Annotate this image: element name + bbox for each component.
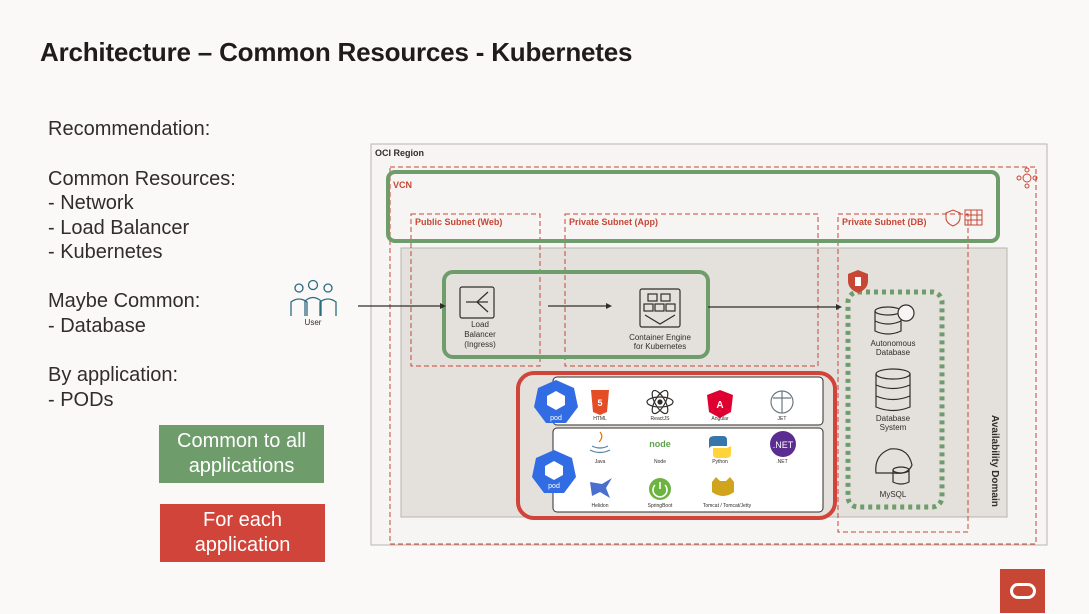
region-icon (1016, 167, 1038, 189)
oci-region-label: OCI Region (375, 148, 424, 158)
database-system-icon (875, 368, 911, 412)
vcn-box (389, 166, 1037, 545)
maybe-common-heading: Maybe Common: (48, 290, 201, 312)
common-item-network: - Network (48, 192, 134, 214)
pod-label-2: pod (548, 483, 560, 490)
autonomous-database-icon (874, 304, 915, 335)
container-engine-label: Container Engine for Kubernetes (614, 333, 706, 351)
subnet-web-box (410, 213, 541, 367)
adb-label-line-1: Autonomous (870, 339, 916, 348)
autonomous-database-label: Autonomous Database (863, 339, 923, 357)
app-label-angular: Angular (711, 416, 729, 422)
common-resources-heading: Common Resources: (48, 168, 236, 190)
legend-common-label: Common to all applications (177, 430, 306, 477)
page-title: Architecture – Common Resources - Kubern… (40, 37, 633, 67)
network-common-highlight (386, 170, 1000, 243)
svg-text:5: 5 (597, 398, 602, 408)
angular-icon: A (707, 390, 733, 418)
html5-icon: 5 (591, 390, 609, 415)
pod-label-1: pod (550, 415, 562, 422)
app-label-helidon: Helidon (591, 503, 609, 509)
subnet-db-label: Private Subnet (DB) (842, 217, 927, 227)
container-engine-icon (639, 288, 681, 328)
subnet-db-box (837, 213, 969, 533)
legend-per-application: For each application (160, 504, 325, 562)
subnet-app-box (564, 213, 819, 367)
common-item-load-balancer: - Load Balancer (48, 217, 190, 239)
svg-text:A: A (716, 400, 723, 411)
user-icon (290, 279, 337, 316)
dbsys-label-line-2: System (879, 423, 907, 432)
jet-icon (770, 390, 794, 414)
tomcat-icon (712, 477, 734, 496)
by-application-item-pods: - PODs (48, 389, 114, 411)
java-icon (589, 431, 611, 454)
app-label-reactjs: ReactJS (650, 416, 670, 422)
app-label-dotnet: .NET (776, 459, 788, 465)
nodejs-icon: node (649, 439, 671, 449)
by-application-heading: By application: (48, 364, 179, 386)
lb-label-line-2: Balancer (464, 330, 496, 339)
security-list-icon (945, 209, 983, 227)
svg-text:node: node (649, 439, 671, 449)
mysql-label: MySQL (879, 490, 907, 499)
mysql-icon (875, 448, 913, 485)
helidon-icon (590, 478, 612, 498)
subnet-app-label: Private Subnet (App) (569, 217, 659, 227)
database-maybe-common-highlight (845, 289, 945, 510)
app-label-html: HTML (593, 416, 607, 422)
python-icon (709, 436, 731, 458)
common-item-kubernetes: - Kubernetes (48, 241, 163, 263)
availability-domain-label: Availability Domain (989, 415, 1000, 507)
app-label-node: Node (654, 459, 666, 465)
app-label-jet: JET (777, 416, 787, 422)
svg-text:.NET: .NET (773, 440, 794, 450)
app-label-java: Java (594, 459, 606, 465)
maybe-item-database: - Database (48, 315, 146, 337)
adb-label-line-2: Database (875, 348, 911, 357)
lb-label-line-1: Load (471, 320, 489, 329)
legend-common: Common to all applications (159, 425, 324, 483)
app-label-tomcat: Tomcat / Tomcat/Jetty (702, 503, 752, 509)
recommendation-heading: Recommendation: (48, 118, 211, 140)
pods-per-app-highlight (516, 371, 837, 520)
dbsys-label-line-1: Database (875, 414, 911, 423)
reactjs-icon (646, 389, 674, 415)
database-security-icon (848, 270, 868, 293)
subnet-web-label: Public Subnet (Web) (415, 217, 503, 227)
pod-icon-2 (532, 450, 576, 493)
vcn-label: VCN (393, 180, 413, 190)
app-label-springboot: SpringBoot (647, 503, 673, 509)
user-label: User (304, 318, 322, 327)
oracle-logo (1000, 569, 1045, 613)
lb-label-line-3: (Ingress) (464, 340, 496, 349)
legend-per-application-label: For each application (194, 509, 291, 556)
oke-label-line-1: Container Engine (629, 333, 691, 342)
load-balancer-icon (459, 286, 495, 319)
oke-label-line-2: for Kubernetes (633, 342, 687, 351)
pod-icon-1 (534, 380, 578, 423)
app-label-python: Python (712, 459, 728, 465)
load-balancer-label: Load Balancer (Ingress) (450, 320, 510, 350)
lb-oke-common-highlight (442, 270, 710, 359)
dotnet-icon: .NET (770, 431, 796, 457)
database-system-label: Database System (863, 414, 923, 432)
springboot-icon (649, 478, 671, 500)
